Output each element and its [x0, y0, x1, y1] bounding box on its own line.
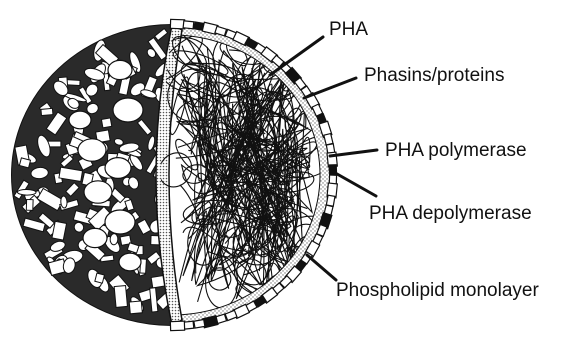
protein-disk	[69, 111, 91, 129]
phasin-plate	[101, 118, 111, 128]
protein-disk	[84, 181, 112, 203]
surface-protein	[194, 320, 205, 329]
label-pha-polymerase: PHA polymerase	[385, 141, 527, 160]
phasin-plate	[26, 199, 33, 210]
phasin-plate	[114, 286, 127, 308]
surface-protein	[183, 21, 194, 29]
label-pha: PHA	[329, 20, 368, 39]
surface-protein	[170, 19, 184, 28]
phasin-plate	[41, 108, 53, 115]
phasin-plate	[110, 233, 118, 244]
label-phasins-proteins: Phasins/proteins	[364, 66, 504, 85]
surface-protein	[324, 134, 333, 145]
phasin-plate	[17, 189, 36, 195]
phasin-plate	[95, 273, 105, 283]
protein-disk	[119, 253, 141, 271]
label-pha-depolymerase: PHA depolymerase	[369, 204, 532, 223]
protein-disk	[78, 139, 106, 161]
surface-protein	[170, 321, 184, 330]
protein-disk	[105, 210, 135, 234]
protein-disk	[108, 60, 132, 79]
leader-line-monolayer	[307, 255, 336, 280]
protein-disk	[113, 98, 143, 122]
leader-line-phasins	[304, 78, 356, 98]
protein-disk	[105, 158, 131, 179]
phasin-plate	[19, 158, 30, 168]
protein-disk	[83, 228, 107, 247]
phasin-plate	[60, 196, 67, 208]
leader-line-polymerase	[330, 150, 377, 156]
label-phospholipid-monolayer: Phospholipid monolayer	[336, 281, 539, 300]
surface-protein	[326, 195, 335, 206]
phasin-plate	[129, 301, 142, 314]
